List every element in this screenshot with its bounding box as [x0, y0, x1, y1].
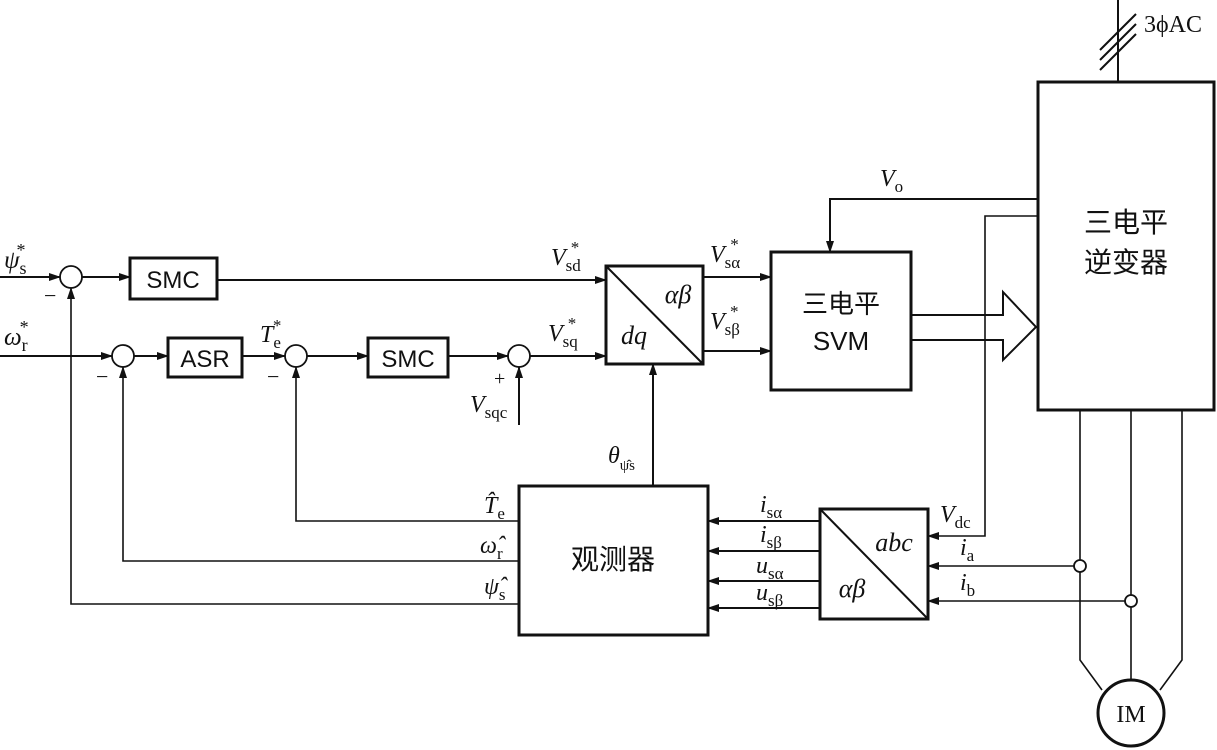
current-sensor-a: [1073, 559, 1087, 573]
phase-c-lead: [1159, 410, 1183, 691]
te-hat-label: T̂e: [484, 492, 505, 523]
supply-slash-2: [1099, 23, 1137, 61]
te-ref-label: Te*: [260, 316, 281, 352]
motor-label: IM: [1116, 702, 1145, 728]
svm-label-line2: SVM: [813, 326, 869, 356]
inverter-label-line1: 三电平: [1084, 206, 1168, 239]
omega-r-ref-label: ωr*: [4, 317, 29, 355]
sign-minus-flux: −: [44, 283, 56, 308]
theta-label: θψ̂s: [608, 443, 635, 474]
is-alpha-label: isα: [760, 492, 782, 522]
vo-feedback-line: [826, 198, 1038, 253]
supply-slash-3: [1099, 33, 1137, 71]
psi-hat-feedback-line: [67, 287, 519, 605]
phase-a-lead: [1079, 410, 1103, 691]
sign-minus-speed: −: [96, 364, 108, 389]
observer-label: 观测器: [571, 543, 655, 576]
asr-block: [166, 336, 244, 379]
abc-block-alphabeta-text: αβ: [839, 574, 866, 603]
svm-to-inverter-arrow: [911, 289, 1038, 363]
sign-plus-vsq: +: [494, 368, 505, 390]
vsd-ref-label: Vsd*: [551, 238, 581, 275]
ib-label: ib: [960, 570, 975, 600]
sum-junction-vsq: [507, 344, 531, 368]
psi-s-ref-label: ψs*: [4, 240, 27, 278]
smc-mid-label: SMC: [381, 346, 434, 373]
smc-top-label: SMC: [146, 267, 199, 294]
sum-junction-speed: [111, 344, 135, 368]
dq-diagonal: [605, 265, 704, 365]
sign-minus-torque: −: [267, 364, 279, 389]
us-beta-label: usβ: [756, 580, 783, 610]
us-alpha-label: usα: [756, 553, 784, 583]
svm-block: [769, 250, 913, 392]
inverter-label-line2: 逆变器: [1084, 246, 1168, 279]
supply-slash-1: [1099, 13, 1137, 51]
current-sensor-b: [1124, 594, 1138, 608]
abc-diagonal: [819, 508, 929, 620]
omega-hat-label: ω̂r: [480, 533, 506, 563]
sum-junction-torque: [284, 344, 308, 368]
vdc-label: Vdc: [940, 502, 971, 532]
omega-hat-feedback-line: [119, 366, 519, 562]
dq-block-dq-text: dq: [621, 321, 647, 350]
ia-label: ia: [960, 535, 975, 565]
dq-block-alphabeta-text: αβ: [665, 280, 692, 309]
is-beta-label: isβ: [760, 522, 782, 552]
sum-junction-flux: [59, 265, 83, 289]
observer-block: [517, 484, 710, 637]
supply-label: 3ϕAC: [1144, 12, 1202, 38]
inverter-block: [1036, 80, 1216, 412]
vs-beta-ref-label: Vsβ*: [710, 302, 740, 339]
smc-mid-block: [366, 336, 450, 379]
svm-label-line1: 三电平: [802, 290, 880, 320]
vsq-ref-label: Vsq*: [548, 314, 578, 351]
vsqc-label: Vsqc: [470, 392, 508, 422]
psi-hat-label: ψ̂s: [484, 574, 508, 604]
vo-label: Vo: [880, 166, 903, 196]
abc-block-abc-text: abc: [875, 528, 913, 557]
vs-alpha-ref-label: Vsα*: [710, 235, 740, 272]
te-hat-feedback-line: [292, 366, 519, 522]
asr-label: ASR: [180, 346, 229, 373]
vdc-feedback-line: [927, 215, 1038, 540]
